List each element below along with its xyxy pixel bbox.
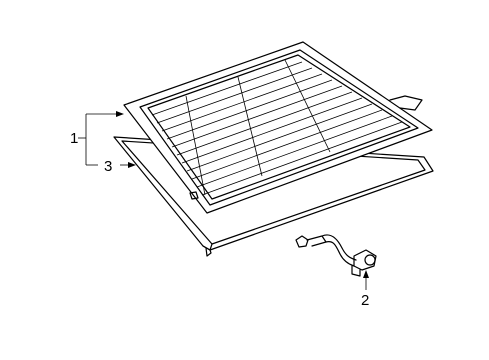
callout-3: 3 (104, 158, 112, 175)
callout-1: 1 (70, 130, 78, 147)
defogger-grid (151, 59, 403, 196)
callout-2-leader (363, 270, 369, 290)
connector-harness (295, 234, 377, 277)
rear-window-glass (123, 41, 433, 214)
callout-leaders (78, 111, 136, 168)
callout-2: 2 (361, 292, 369, 309)
